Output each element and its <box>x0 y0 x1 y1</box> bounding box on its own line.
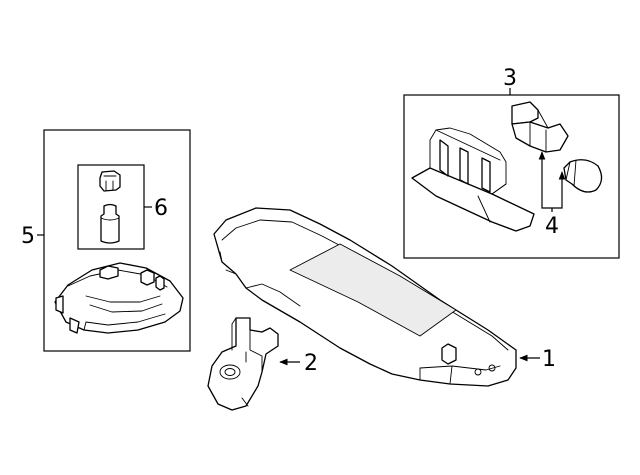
callout-4: 4 <box>545 214 559 239</box>
bulb-part-4 <box>563 159 603 193</box>
callout-5: 5 <box>21 224 35 249</box>
kit-box-5 <box>37 129 191 352</box>
callout-3: 3 <box>503 66 517 91</box>
callout-1: 1 <box>542 347 556 372</box>
callout-6: 6 <box>154 196 168 221</box>
leader-part-4 <box>538 151 566 212</box>
bulb-part-6 <box>100 203 120 244</box>
lamp-base-part-1 <box>213 207 517 387</box>
bracket-part-2 <box>207 317 279 411</box>
kit-box-3 <box>403 88 620 259</box>
lamp-housing-part-5 <box>54 262 184 334</box>
lens-part-3 <box>411 127 535 232</box>
socket-part-4 <box>511 101 569 153</box>
kit-box-6 <box>77 164 152 250</box>
callout-2: 2 <box>304 351 318 376</box>
socket-part-6 <box>99 170 121 192</box>
